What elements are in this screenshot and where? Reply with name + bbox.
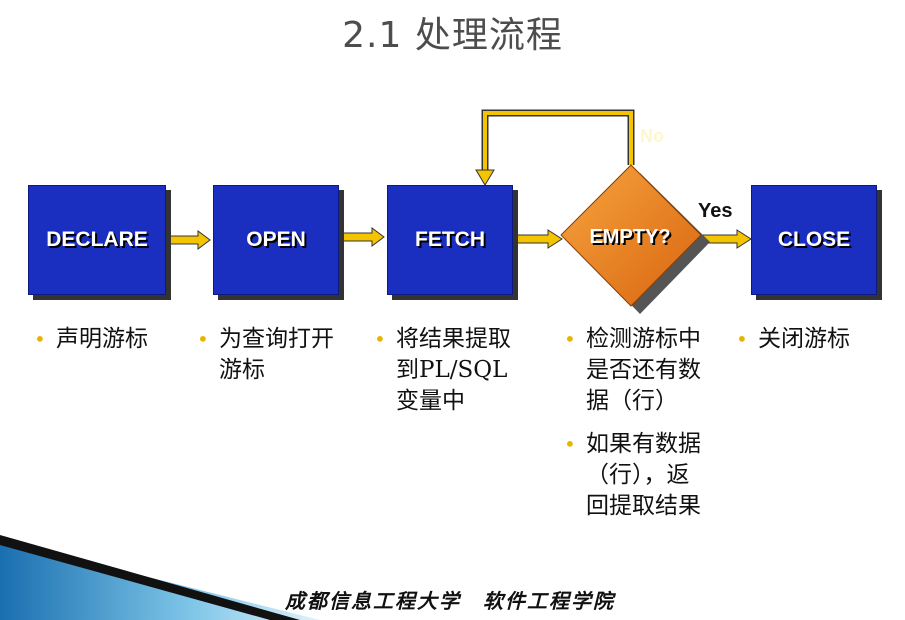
arrow-open-fetch [339,227,385,247]
bullet-line: 变量中 [396,388,465,414]
arrow-loop-no [475,109,635,186]
bullet-line: 回提取结果 [586,493,701,519]
step-label: CLOSE [777,228,851,251]
step-empty-label: EMPTY? [589,226,671,248]
bullet-dot-icon: • [564,432,576,456]
no-label: No [640,126,664,146]
bullet-close: • 关闭游标 [736,324,850,355]
arrow-declare-open [165,230,211,250]
yes-label: Yes [698,200,733,222]
bullet-dot-icon: • [736,327,748,351]
step-label: OPEN [246,228,306,251]
bullet-declare: • 声明游标 [34,324,148,355]
bullet-fetch: • 将结果提取 到PL/SQL 变量中 [374,324,511,417]
bullet-line: （行），返 [586,462,690,488]
bullet-open: • 为查询打开 游标 [197,324,334,386]
step-declare: DECLARE [28,185,166,295]
bullet-line: 关闭游标 [758,326,850,352]
bullet-dot-icon: • [34,327,46,351]
step-fetch: FETCH [387,185,513,295]
bullet-line: 如果有数据 [586,431,701,457]
step-label: FETCH [415,228,485,251]
bullet-dot-icon: • [564,327,576,351]
bullet-dot-icon: • [374,327,386,351]
step-open: OPEN [213,185,339,295]
bullet-line: 游标 [219,357,265,383]
bullet-line: 检测游标中 [586,326,701,352]
bullet-dot-icon: • [197,327,209,351]
bullet-empty-return: • 如果有数据 （行），返 回提取结果 [564,429,701,522]
bullet-line: 将结果提取 [396,326,511,352]
bullet-line: 为查询打开 [219,326,334,352]
footer-institution: 成都信息工程大学 软件工程学院 [285,589,615,613]
step-close: CLOSE [751,185,877,295]
bullet-empty-check: • 检测游标中 是否还有数 据（行） [564,324,701,417]
slide-title: 2.1 处理流程 [342,15,563,56]
bullet-line: 到PL/SQL [396,357,508,383]
step-label: DECLARE [46,228,148,251]
bullet-line: 据（行） [586,388,678,414]
arrow-fetch-empty [513,229,563,249]
arrow-empty-close [702,229,752,249]
bullet-line: 是否还有数 [586,357,701,383]
bullet-line: 声明游标 [56,326,148,352]
